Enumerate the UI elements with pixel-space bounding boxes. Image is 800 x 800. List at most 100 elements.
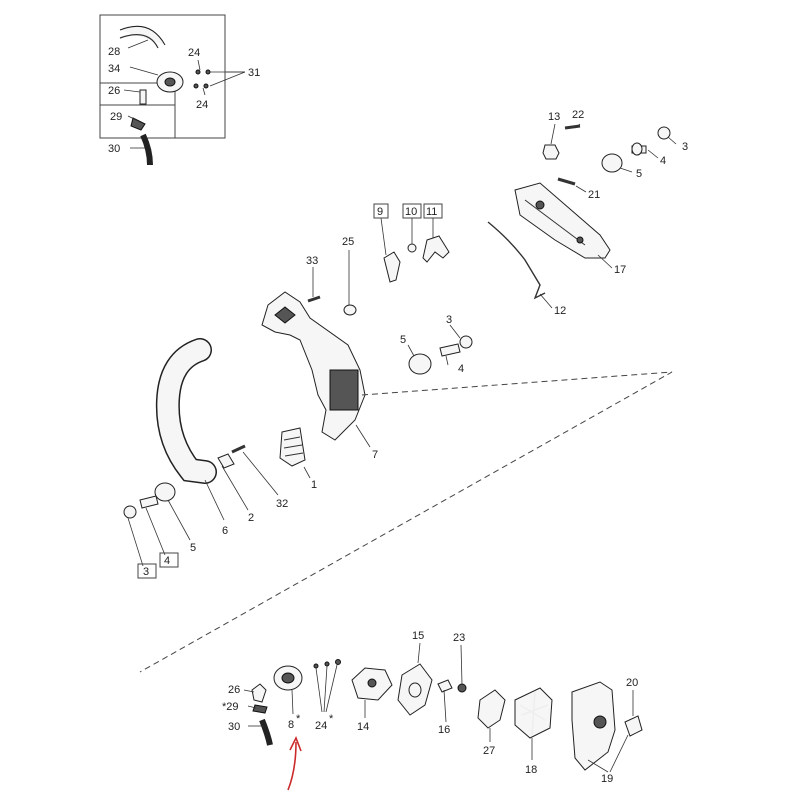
screw-33: [307, 295, 321, 303]
label-29b: *29: [222, 701, 239, 713]
hose-28-inner: [119, 34, 159, 49]
label-21: 21: [588, 189, 600, 201]
label-8-star: *: [296, 713, 301, 725]
leader-21: [575, 185, 587, 193]
label-8: 8: [288, 719, 294, 731]
leader-13: [550, 123, 556, 145]
label-5-mid: 5: [400, 334, 406, 346]
clip-2: [217, 453, 235, 469]
label-33: 33: [306, 255, 318, 267]
part-13: [542, 144, 560, 160]
leader-24a: [197, 59, 201, 71]
gasket-27: [477, 689, 506, 729]
hose-30b: [259, 718, 273, 746]
leader-4-left: [145, 507, 166, 556]
leader-8: [291, 689, 294, 715]
label-4-top: 4: [660, 155, 666, 167]
front-handle-6-fill: [157, 339, 216, 483]
label-30b: 30: [228, 721, 240, 733]
label-3-left: 3: [143, 566, 149, 578]
kit-box-31: [99, 14, 246, 166]
box-4-left: [159, 552, 179, 568]
label-23: 23: [453, 632, 465, 644]
leader-3-top: [667, 136, 677, 145]
leader-6: [204, 479, 225, 521]
screw-24d: [203, 83, 209, 89]
leader-5-left: [167, 499, 191, 541]
plate-15-hole: [408, 682, 422, 698]
red-arrow-shaft: [287, 741, 297, 791]
handle-assembly-7: [139, 291, 673, 673]
leader-4-mid: [445, 355, 449, 366]
label-16: 16: [438, 724, 450, 736]
bottom-parts-row: [243, 642, 643, 773]
label-17: 17: [614, 264, 626, 276]
label-4-left: 4: [164, 555, 170, 567]
leader-1: [303, 466, 311, 479]
leader-5-top: [619, 167, 633, 173]
box-3-left: [137, 563, 157, 579]
leader-16: [443, 689, 447, 723]
label-11: 11: [426, 206, 437, 218]
cover-19: [571, 681, 616, 771]
bushing-5-left: [154, 482, 176, 502]
leader-9: [380, 217, 387, 256]
leader-17: [597, 254, 613, 269]
label-29a: 29: [110, 111, 122, 123]
red-arrow-head: [289, 736, 302, 752]
assembly-dashed-line: [139, 371, 673, 673]
label-9: 9: [377, 206, 383, 218]
label-28: 28: [108, 46, 120, 58]
label-26a: 26: [108, 85, 120, 97]
part-16: [437, 679, 453, 693]
nut-3-mid: [459, 335, 473, 349]
label-32: 32: [276, 498, 288, 510]
label-24c: 24: [315, 720, 327, 732]
screw-24b: [205, 69, 211, 75]
label-4-mid: 4: [458, 363, 464, 375]
fitting-26b: [251, 683, 267, 703]
label-19: 19: [601, 773, 613, 785]
leader-29b: [247, 705, 257, 709]
leader-19b: [609, 734, 629, 773]
nut-25: [343, 304, 357, 316]
leader-28: [127, 39, 149, 49]
screw-21: [557, 177, 576, 186]
lever-11: [422, 235, 450, 263]
nut-23: [457, 683, 467, 693]
leader-12: [539, 293, 553, 309]
label-15: 15: [412, 630, 424, 642]
leader-24b: [202, 87, 206, 96]
nut-3-top: [657, 126, 671, 140]
label-6: 6: [222, 525, 228, 537]
filter-18-grid: [519, 691, 549, 736]
leader-24g: [325, 664, 338, 713]
leader-4-top: [647, 149, 659, 159]
rear-cover-assembly: [487, 123, 677, 309]
label-3-top: 3: [682, 141, 688, 153]
label-7: 7: [372, 449, 378, 461]
bolt-4-mid: [439, 343, 461, 357]
cover-17-boss2: [576, 236, 584, 244]
leader-26: [123, 89, 141, 93]
bushing-5-mid: [408, 353, 432, 375]
leader-22: [574, 123, 581, 129]
label-25: 25: [342, 236, 354, 248]
leader-34: [129, 66, 159, 76]
bushing-5-top: [601, 153, 623, 173]
leader-3-left: [127, 517, 144, 567]
screw-24c: [193, 83, 199, 89]
spring-10: [407, 243, 417, 253]
leader-2: [221, 465, 249, 511]
label-34: 34: [108, 63, 120, 75]
label-24-star: *: [329, 713, 334, 725]
label-1: 1: [311, 479, 317, 491]
carburetor-14-bore: [367, 678, 377, 688]
damper-1-ribs: [283, 436, 304, 457]
label-5-left: 5: [190, 542, 196, 554]
part-34-hole: [164, 77, 176, 87]
clip-29: [130, 117, 146, 131]
label-12: 12: [554, 305, 566, 317]
label-13: 13: [548, 111, 560, 123]
